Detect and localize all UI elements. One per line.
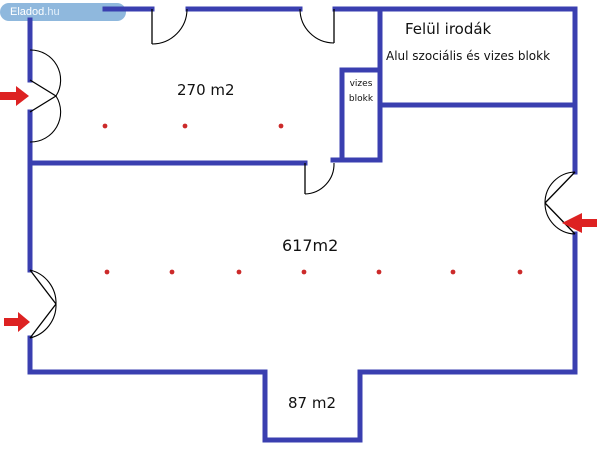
marker-dot bbox=[278, 123, 284, 129]
door-top-left bbox=[151, 8, 188, 45]
entrance-arrow-icon bbox=[562, 213, 597, 233]
upper-offices-label: Felül irodák bbox=[405, 20, 492, 38]
marker-dot bbox=[376, 269, 382, 275]
doors bbox=[29, 8, 576, 339]
marker-dot bbox=[236, 269, 242, 275]
entrance-arrow-icon bbox=[4, 312, 30, 332]
watermark-tld: .hu bbox=[44, 6, 60, 18]
door-left-lower bbox=[29, 269, 57, 339]
marker-dot bbox=[450, 269, 456, 275]
markers bbox=[102, 123, 523, 275]
marker-dot bbox=[102, 123, 108, 129]
area-main-label: 617m2 bbox=[282, 236, 338, 255]
marker-dot bbox=[169, 269, 175, 275]
marker-dot bbox=[301, 269, 307, 275]
water-block-label-line-2: blokk bbox=[349, 94, 374, 104]
door-right bbox=[544, 171, 576, 235]
marker-dot bbox=[182, 123, 188, 129]
area-annex-label: 87 m2 bbox=[288, 394, 336, 412]
entrance-arrow-icon bbox=[0, 86, 29, 106]
walls bbox=[27, 6, 578, 443]
lower-social-label: Alul szociális és vizes blokk bbox=[386, 49, 550, 63]
area-upper-left-label: 270 m2 bbox=[177, 81, 235, 99]
door-left-upper bbox=[29, 49, 62, 143]
watermark-badge: Eladod.hu bbox=[0, 3, 126, 21]
marker-dot bbox=[517, 269, 523, 275]
entrance-arrows bbox=[0, 86, 597, 332]
marker-dot bbox=[104, 269, 110, 275]
door-top-right bbox=[299, 8, 335, 44]
watermark-brand: Eladod bbox=[10, 6, 45, 18]
water-block-label-line-1: vizes bbox=[350, 79, 373, 89]
door-inner-middle bbox=[304, 162, 335, 195]
